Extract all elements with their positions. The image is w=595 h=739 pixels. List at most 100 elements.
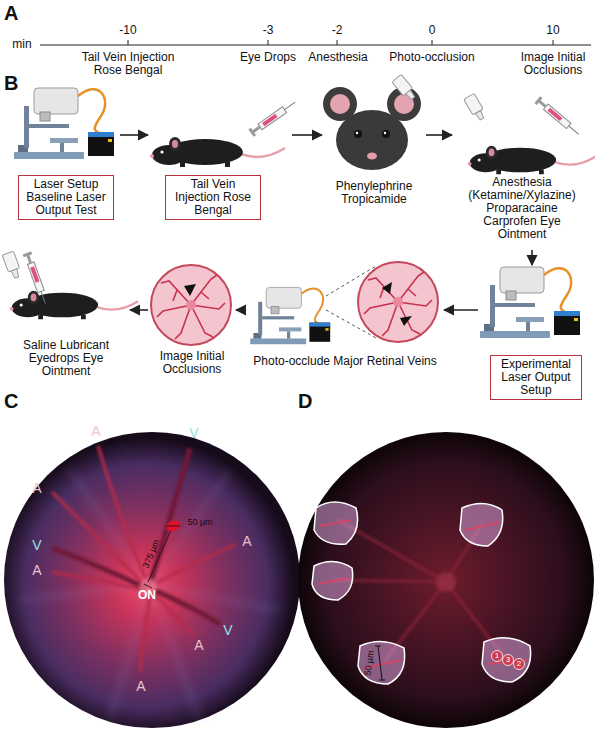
mouse-icon [150, 137, 285, 167]
mouse-face-icon [384, 132, 386, 134]
mouse-face-icon [367, 153, 377, 160]
fundus-image-d [375, 646, 381, 647]
laser-rig-icon [14, 88, 114, 159]
fundus-image-d [492, 651, 503, 662]
fundus-image-c [166, 526, 180, 527]
fundus-thumbnail [151, 265, 231, 345]
panel-label: A [4, 2, 18, 24]
dropper-icon [392, 74, 418, 102]
fundus-image-c [152, 592, 194, 636]
mouse-icon [10, 291, 138, 320]
scale-label: 375 µm [142, 538, 163, 570]
timeline-axis [553, 40, 554, 45]
fundus-image-c [154, 590, 220, 624]
fundus-image-c [4, 432, 300, 728]
fundus-image-c [52, 492, 146, 586]
occlusion-marker [184, 284, 196, 296]
vessel-label: A [32, 563, 41, 578]
axis-unit: min [12, 38, 31, 51]
mouse-icon [10, 291, 138, 320]
vessel-label: V [189, 426, 198, 441]
syringe-icon [534, 96, 581, 138]
fundus-image-d [379, 680, 385, 681]
fundus-image-d [378, 646, 382, 680]
step-text: Image Initial Occlusions [150, 350, 234, 376]
fundus-image-d [318, 520, 528, 668]
step-box: Laser Setup Baseline Laser Output Test [10, 85, 120, 213]
mouse-face-icon [336, 110, 408, 170]
scale-label: 50 µm [363, 650, 376, 676]
step-label: Saline Lubricant Eyedrops Eye Ointment [6, 255, 130, 390]
step-box-text: Experimental Laser Output Setup [490, 355, 582, 400]
step-text: Anesthesia (Ketamine/Xylazine) Proparaca… [458, 176, 586, 241]
fundus-image-d [503, 655, 514, 666]
vessel-label: V [223, 623, 232, 638]
timeline-event: Tail Vein Injection Rose Bengal [73, 51, 183, 77]
syringe-icon [248, 99, 297, 137]
fundus-image-d [320, 520, 352, 526]
syringe-icon [23, 251, 50, 305]
fundus-image-d [314, 502, 358, 544]
fundus-image-c [150, 470, 230, 585]
fundus-image-c [154, 544, 236, 584]
step-label: Anesthesia (Ketamine/Xylazine) Proparaca… [452, 92, 592, 250]
timeline-axis [40, 40, 591, 45]
fundus-image-d [375, 646, 385, 680]
step-text: Phenylephrine Tropicamide [324, 180, 424, 206]
mouse-face-icon [356, 132, 358, 134]
timeline-axis [268, 40, 269, 45]
step-label: Image Initial Occlusions [148, 258, 236, 373]
mouse-icon [150, 137, 285, 167]
fundus-image-d [460, 503, 503, 546]
flow-arrow [444, 309, 478, 311]
syringe-icon [23, 251, 50, 305]
occlusion-marker [382, 282, 412, 326]
fundus-image-d [514, 659, 525, 670]
panel-label: C [4, 390, 18, 412]
fundus-image-c [144, 584, 152, 588]
laser-rig-icon [250, 287, 330, 344]
occlusion-marker [382, 282, 392, 294]
laser-rig-icon [480, 267, 580, 338]
panel-label: D [298, 390, 312, 412]
step-label: Photo-occlude Major Retinal Veins [246, 255, 444, 380]
fundus-image-d [318, 578, 350, 584]
step-text: Saline Lubricant Eyedrops Eye Ointment [10, 339, 122, 378]
fundus-image-d [436, 572, 456, 592]
timeline-event: Eye Drops [234, 51, 302, 64]
scale-label: 50 µm [187, 518, 212, 528]
dropper-icon [392, 74, 418, 102]
step-box-text: Tail Vein Injection Rose Bengal [165, 175, 261, 220]
timeline-event: Image Initial Occlusions [513, 51, 593, 77]
fundus-image-d [312, 561, 353, 600]
tick-value: -10 [119, 24, 136, 37]
vessel-label: A [32, 481, 41, 496]
fundus-image-c [52, 446, 236, 672]
mouse-icon [468, 146, 595, 175]
mouse-icon [468, 146, 595, 175]
timeline-axis [40, 45, 591, 46]
vessel-label: V [32, 538, 41, 553]
occlusion-marker [400, 316, 412, 326]
panel-label: B [4, 72, 18, 94]
mouse-face-icon [354, 130, 362, 138]
fundus-image-d [312, 502, 531, 684]
flow-arrow [236, 309, 246, 311]
callout-number: 3 [506, 656, 510, 665]
fundus-image-d [482, 638, 531, 682]
mouse-face-icon [323, 87, 421, 170]
step-label: Phenylephrine Tropicamide [322, 85, 426, 213]
fundus-thumbnail [358, 262, 438, 342]
syringe-icon [534, 96, 581, 138]
tick-value: -2 [332, 24, 343, 37]
timeline-event: Anesthesia [304, 51, 372, 64]
mouse-face-icon [330, 94, 350, 114]
callout-number: 2 [517, 660, 521, 669]
optic-nerve-label: ON [138, 589, 156, 602]
dropper-icon [464, 93, 487, 122]
flow-arrow [531, 250, 533, 265]
laser-rig-icon [14, 88, 114, 159]
fundus-image-c [52, 572, 146, 590]
